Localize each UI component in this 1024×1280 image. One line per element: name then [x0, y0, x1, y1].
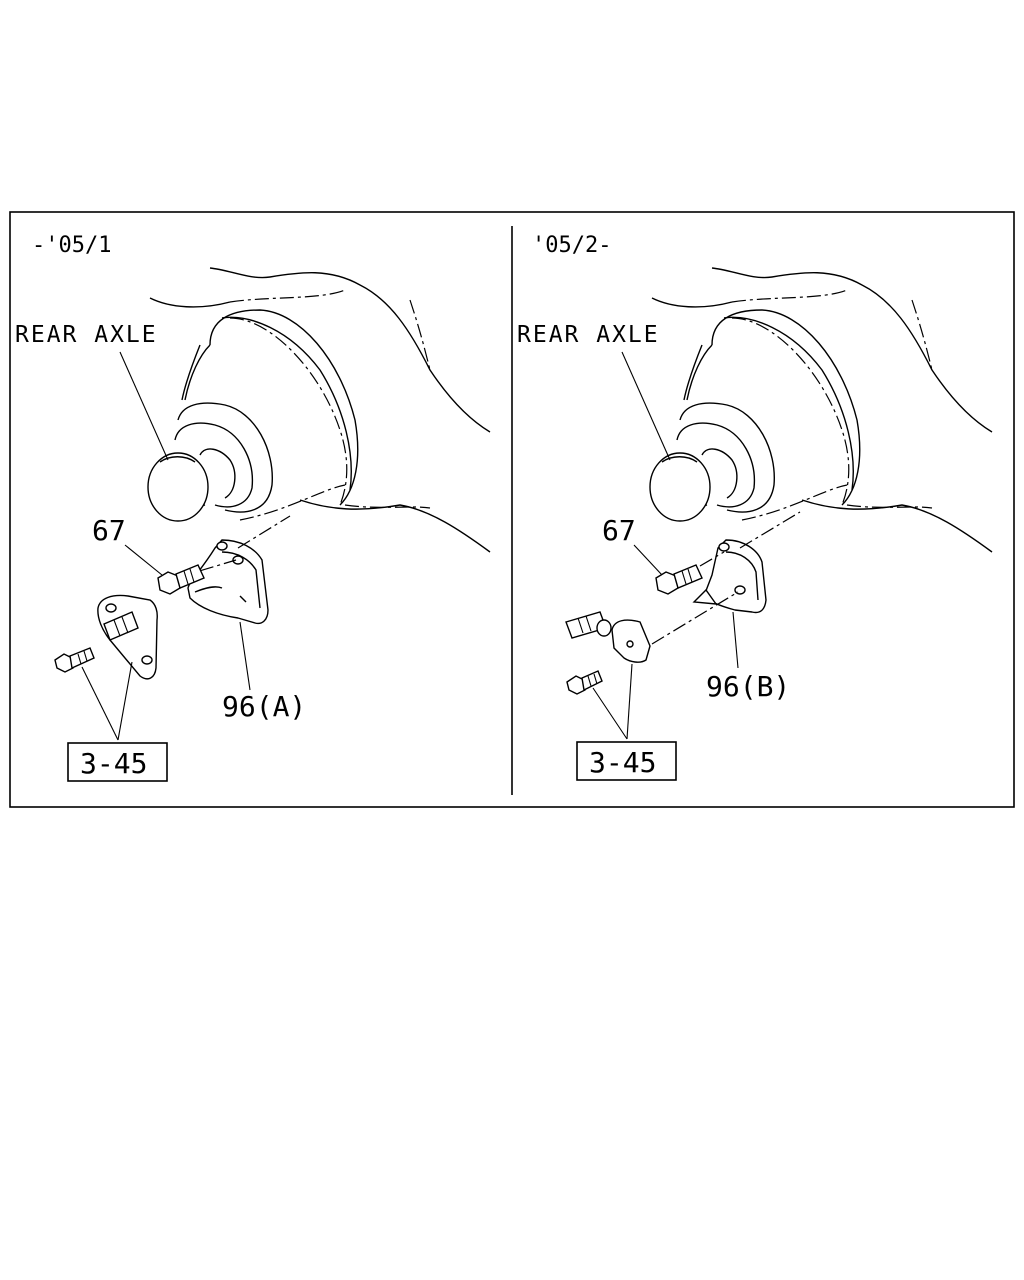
- bracket-96b-leader: [732, 611, 739, 669]
- bracket-96b-label: 96(B): [706, 670, 790, 703]
- small-bolt: [54, 647, 95, 673]
- mounting-plate: [565, 611, 651, 663]
- bracket-96b: [692, 539, 767, 614]
- rear-axle-label: REAR AXLE: [15, 322, 158, 348]
- bracket-96a: [187, 539, 269, 625]
- ref-leader-2: [626, 663, 633, 740]
- rear-axle-drawing: [147, 267, 491, 553]
- bracket-96a-label: 96(A): [222, 690, 306, 723]
- mounting-plate: [97, 594, 158, 680]
- bracket-dash-line: [237, 515, 291, 549]
- bolt-67: [655, 564, 703, 595]
- ref-label: 3-45: [589, 746, 656, 779]
- bolt-67-label: 67: [92, 514, 126, 547]
- rear-axle-leader: [119, 351, 169, 461]
- bolt-67-leader: [124, 544, 163, 576]
- date-label: -'05/1: [32, 233, 111, 258]
- panel-right: '05/2- REAR AXLE: [517, 233, 993, 781]
- rear-axle-leader: [621, 351, 671, 461]
- panel-left: -'05/1 REAR AXLE: [15, 233, 491, 782]
- bracket-96a-leader: [239, 621, 251, 691]
- rear-axle-drawing: [649, 267, 993, 553]
- bracket-dash-line: [739, 511, 801, 549]
- bolt-67: [157, 564, 205, 595]
- ref-leader-2: [117, 661, 133, 741]
- date-label: '05/2-: [532, 233, 611, 258]
- ref-label: 3-45: [80, 747, 147, 780]
- ref-leader-1: [81, 666, 119, 741]
- plate-dash-line: [651, 591, 739, 645]
- small-bolt: [566, 670, 603, 695]
- rear-axle-label: REAR AXLE: [517, 322, 660, 348]
- diagram-frame: [9, 211, 1015, 808]
- ref-box: [576, 741, 677, 781]
- ref-box: [67, 742, 168, 782]
- bolt-67-label: 67: [602, 514, 636, 547]
- bolt-67-leader: [633, 544, 663, 576]
- bolt-dash-line: [699, 551, 725, 567]
- ref-leader-1: [592, 687, 628, 740]
